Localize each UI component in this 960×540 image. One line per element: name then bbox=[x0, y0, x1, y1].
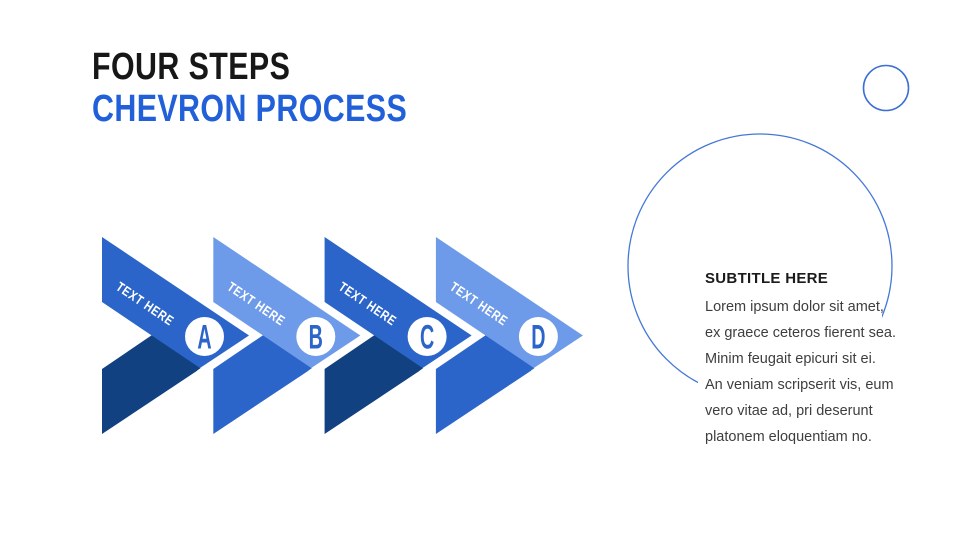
small-circle-outline bbox=[862, 64, 910, 112]
slide-title-line2: CHEVRON PROCESS bbox=[92, 88, 408, 130]
chevron-step-letter: C bbox=[420, 318, 434, 356]
body-line: ex graece ceteros fierent sea. bbox=[705, 325, 897, 341]
chevron-step-letter: B bbox=[309, 318, 323, 356]
description-body: Lorem ipsum dolor sit amet, ex graece ce… bbox=[705, 294, 897, 450]
body-line: platonem eloquentiam no. bbox=[705, 429, 872, 445]
chevron-ribbon bbox=[435, 237, 583, 368]
body-line: Minim feugait epicuri sit ei. bbox=[705, 351, 876, 367]
body-line: vero vitae ad, pri deserunt bbox=[705, 403, 873, 419]
slide-title-line1: FOUR STEPS bbox=[92, 46, 291, 88]
chevron-letter-badge bbox=[185, 317, 224, 356]
chevron-slit bbox=[197, 333, 252, 374]
chevron-step-letter: A bbox=[197, 318, 211, 356]
description-subtitle: SUBTITLE HERE bbox=[705, 270, 829, 287]
chevron-slit bbox=[419, 333, 475, 374]
chevron-letter-badge bbox=[518, 317, 558, 356]
description-textbox: SUBTITLE HERE Lorem ipsum dolor sit amet… bbox=[698, 260, 897, 456]
chevron-step-letter: D bbox=[531, 318, 545, 356]
body-line: An veniam scripserit vis, eum bbox=[705, 377, 894, 393]
body-line: Lorem ipsum dolor sit amet, bbox=[705, 299, 884, 315]
chevron-slit bbox=[530, 333, 586, 374]
chevron-letter-badge bbox=[407, 317, 447, 356]
chevron-letter-badge bbox=[296, 317, 336, 356]
chevron-slit bbox=[308, 333, 364, 374]
